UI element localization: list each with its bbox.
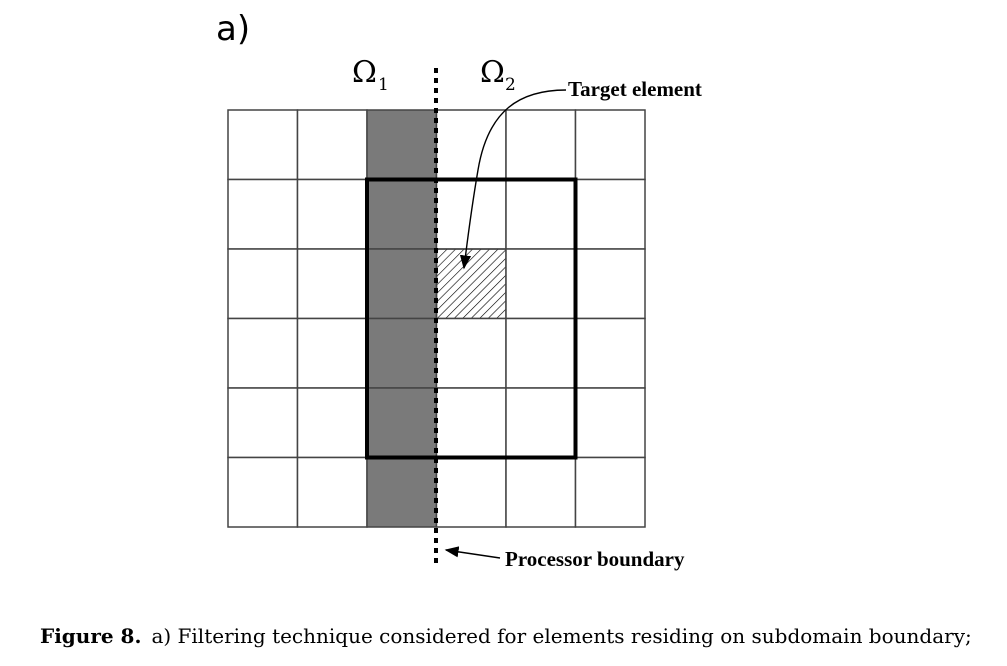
grid-cell [505, 317, 577, 389]
boundary-cell-shaded [366, 178, 438, 250]
grid-cell [435, 387, 507, 459]
grid-cell [574, 317, 646, 389]
processor-boundary-arrow [444, 546, 501, 559]
grid-cell [505, 456, 577, 528]
grid-cell [435, 456, 507, 528]
target-element-cell [435, 248, 507, 320]
boundary-cell-shaded [366, 317, 438, 389]
grid-cell [574, 178, 646, 250]
diagram-figure: a) Ω 1 Ω 2 Target element Processor boun… [216, 9, 702, 571]
subdomain-2-subscript: 2 [505, 75, 516, 95]
figure-number: Figure 8. [40, 624, 142, 648]
grid-cell [296, 178, 368, 250]
grid-cell [574, 456, 646, 528]
element-grid [227, 109, 646, 528]
subdomain-1-symbol: Ω [352, 55, 377, 90]
target-element-arrow [459, 89, 567, 270]
target-element-label: Target element [568, 77, 702, 101]
subdomain-2-symbol: Ω [480, 55, 505, 90]
grid-cell [227, 387, 299, 459]
grid-cell [435, 317, 507, 389]
figure-caption: Figure 8. a) Filtering technique consider… [40, 624, 1000, 648]
subdomain-1-subscript: 1 [378, 75, 389, 95]
grid-cell [227, 317, 299, 389]
grid-cell [574, 109, 646, 181]
grid-cell [505, 387, 577, 459]
panel-label: a) [216, 9, 250, 49]
grid-cell [435, 109, 507, 181]
boundary-cell-shaded [366, 456, 438, 528]
grid-cell [227, 178, 299, 250]
grid-cell [227, 456, 299, 528]
boundary-cell-shaded [366, 109, 438, 181]
boundary-cell-shaded [366, 387, 438, 459]
grid-cell [227, 109, 299, 181]
grid-cell [296, 456, 368, 528]
grid-cell [296, 248, 368, 320]
grid-cell [505, 178, 577, 250]
processor-boundary-label: Processor boundary [505, 547, 685, 571]
boundary-cell-shaded [366, 248, 438, 320]
grid-cell [296, 109, 368, 181]
subdomain-2-label: Ω 2 [480, 55, 516, 95]
filter-window [365, 177, 578, 460]
grid-cell [574, 248, 646, 320]
grid-cell [505, 109, 577, 181]
grid-cell [296, 387, 368, 459]
grid-cell [505, 248, 577, 320]
grid-cell [227, 248, 299, 320]
grid-cell [574, 387, 646, 459]
subdomain-1-label: Ω 1 [352, 55, 389, 95]
grid-cell [296, 317, 368, 389]
caption-text: a) Filtering technique considered for el… [151, 624, 972, 648]
